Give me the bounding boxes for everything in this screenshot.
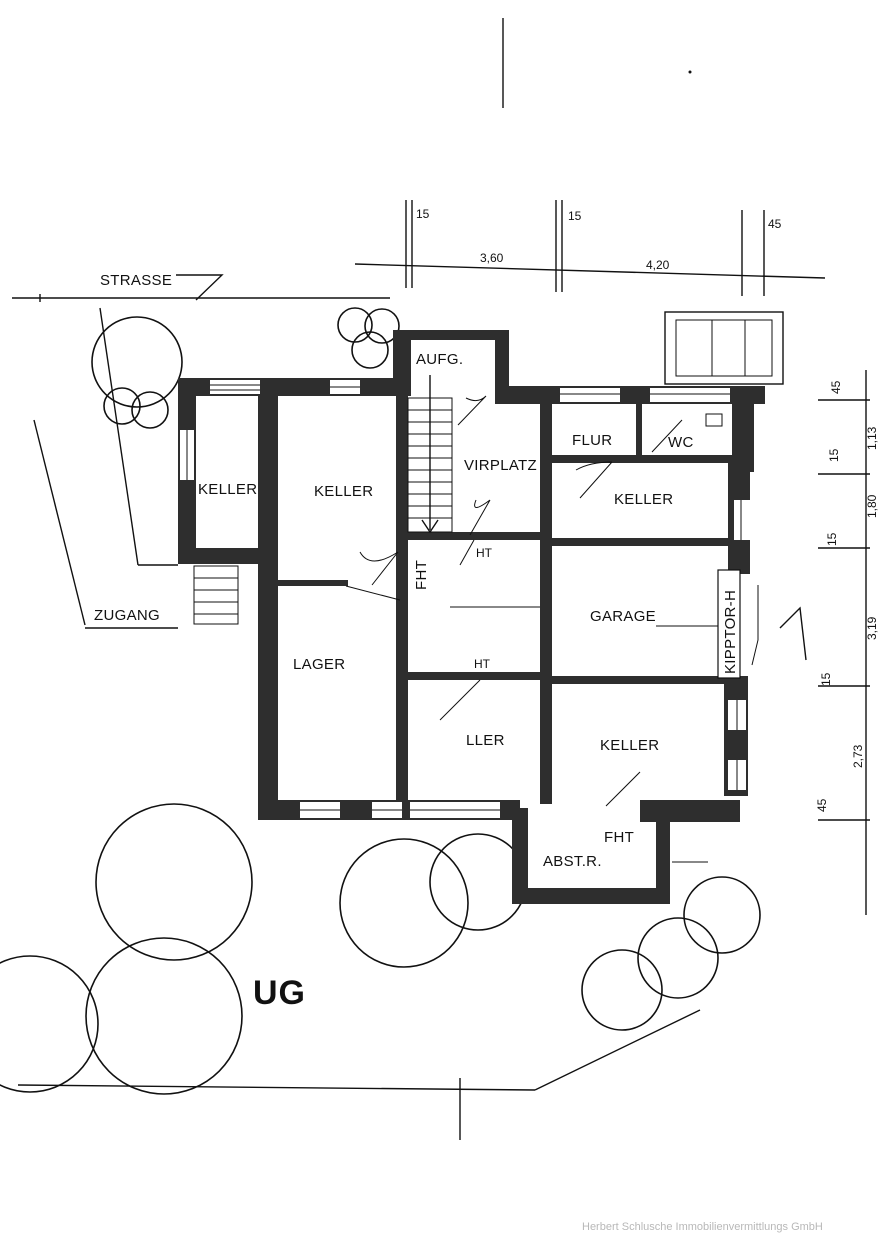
- room-flur: FLUR: [572, 432, 612, 449]
- room-keller-right-top: KELLER: [614, 491, 673, 508]
- door-label-ht-bottom: HT: [474, 657, 491, 671]
- tree-icon: [581, 949, 663, 1031]
- room-vorplatz: VIRPLATZ: [464, 457, 537, 474]
- skylight-grid: [664, 311, 784, 385]
- tree-icon: [0, 955, 99, 1093]
- tree-icon: [131, 391, 169, 429]
- dim-right-7: 15: [819, 672, 833, 686]
- room-abstr: ABST.R.: [543, 853, 602, 870]
- door-label-kipptor: KIPPTOR-H: [722, 590, 739, 674]
- tree-icon: [637, 917, 719, 999]
- dim-top-span-2: 4,20: [646, 258, 670, 272]
- tree-icon: [91, 316, 183, 408]
- tree-icon: [337, 307, 373, 343]
- stray-dot: [688, 70, 692, 74]
- room-keller-right-bottom: KELLER: [600, 737, 659, 754]
- tree-icon: [364, 308, 400, 344]
- dim-right-6: 3,19: [865, 616, 879, 640]
- site-boundary: [12, 274, 701, 1140]
- dim-right-4: 1,80: [865, 494, 879, 518]
- dim-right-3: 15: [827, 448, 841, 462]
- tree-icons: [0, 307, 761, 1095]
- tree-icon: [339, 838, 469, 968]
- dim-top-wall-a: 15: [416, 207, 430, 221]
- watermark: Herbert Schlusche Immobilienvermittlungs…: [582, 1221, 823, 1233]
- dim-right-5: 15: [825, 532, 839, 546]
- staircase: [193, 375, 453, 625]
- dim-top-span-1: 3,60: [480, 251, 504, 265]
- tree-icon: [85, 937, 243, 1095]
- street-label: STRASSE: [100, 272, 172, 289]
- room-ller: LLER: [466, 732, 505, 749]
- door-swings: [345, 395, 807, 863]
- room-wc: WC: [668, 434, 694, 451]
- dim-top-wall-c: 45: [768, 217, 782, 231]
- tree-icon: [103, 387, 141, 425]
- dim-right-1: 45: [829, 380, 843, 394]
- garage-door: [717, 569, 741, 679]
- windows: [180, 380, 750, 818]
- level-label: UG: [253, 974, 306, 1012]
- door-label-fht: FHT: [413, 560, 430, 590]
- tree-icon: [429, 833, 527, 931]
- dim-right-2: 1,13: [865, 426, 879, 450]
- right-dimension-chain: 45 1,13 15 1,80 15 3,19 15 2,73 45: [815, 370, 879, 915]
- room-aufg: AUFG.: [416, 351, 463, 368]
- room-garage: GARAGE: [590, 608, 656, 625]
- tree-icon: [95, 803, 253, 961]
- door-label-fht-bottom: FHT: [604, 829, 634, 846]
- room-keller-left: KELLER: [314, 483, 373, 500]
- dim-top-wall-b: 15: [568, 209, 582, 223]
- tree-icon: [683, 876, 761, 954]
- tree-icon: [351, 331, 389, 369]
- door-label-ht-top: HT: [476, 546, 493, 560]
- room-lager: LAGER: [293, 656, 345, 673]
- room-keller-small: KELLER: [198, 481, 257, 498]
- dim-right-9: 45: [815, 798, 829, 812]
- entrance-label: ZUGANG: [94, 607, 160, 624]
- top-dimension-chain: 15 15 45 3,60 4,20: [354, 200, 826, 296]
- dim-right-8: 2,73: [851, 744, 865, 768]
